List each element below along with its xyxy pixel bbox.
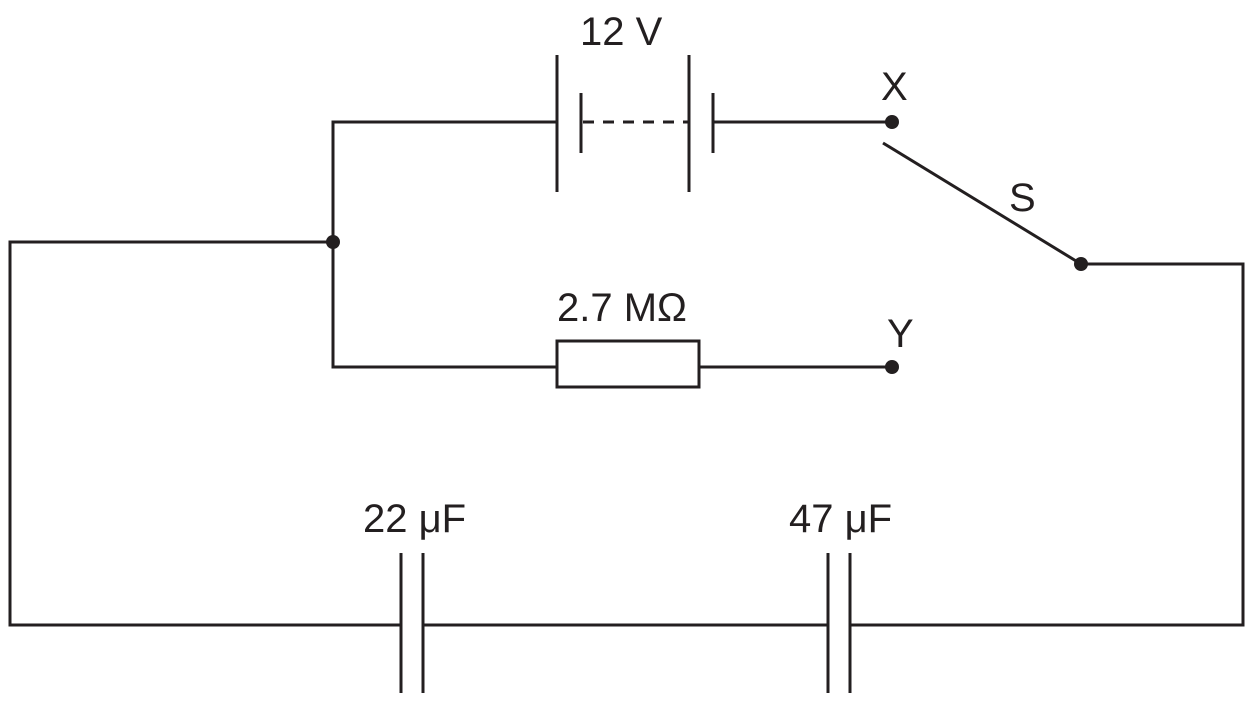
capacitor-22uf-label: 22 μF <box>363 497 466 541</box>
switch-label: S <box>1009 176 1036 220</box>
capacitor-47uf-label: 47 μF <box>789 497 892 541</box>
junction-dot <box>326 235 340 249</box>
right-outer-wire <box>850 262 1245 627</box>
outer-loop-wires <box>8 240 1245 627</box>
battery <box>555 55 715 192</box>
terminal-x-label: X <box>881 65 908 109</box>
resistor <box>555 339 701 389</box>
branch-wires <box>331 120 892 369</box>
terminal-y-label: Y <box>887 312 914 356</box>
capacitor-47uf <box>826 553 852 693</box>
resistor-label: 2.7 MΩ <box>557 286 687 330</box>
capacitor-22uf <box>399 553 425 693</box>
battery-voltage-label: 12 V <box>580 10 663 54</box>
terminal-x-dot <box>885 115 899 129</box>
left-outer-wire <box>8 240 401 627</box>
switch-blade <box>882 141 1082 266</box>
switch-pivot-dot <box>1074 257 1088 271</box>
resistor-branch-wire <box>331 242 557 369</box>
battery-branch-wire <box>331 120 557 242</box>
terminal-y-dot <box>885 360 899 374</box>
